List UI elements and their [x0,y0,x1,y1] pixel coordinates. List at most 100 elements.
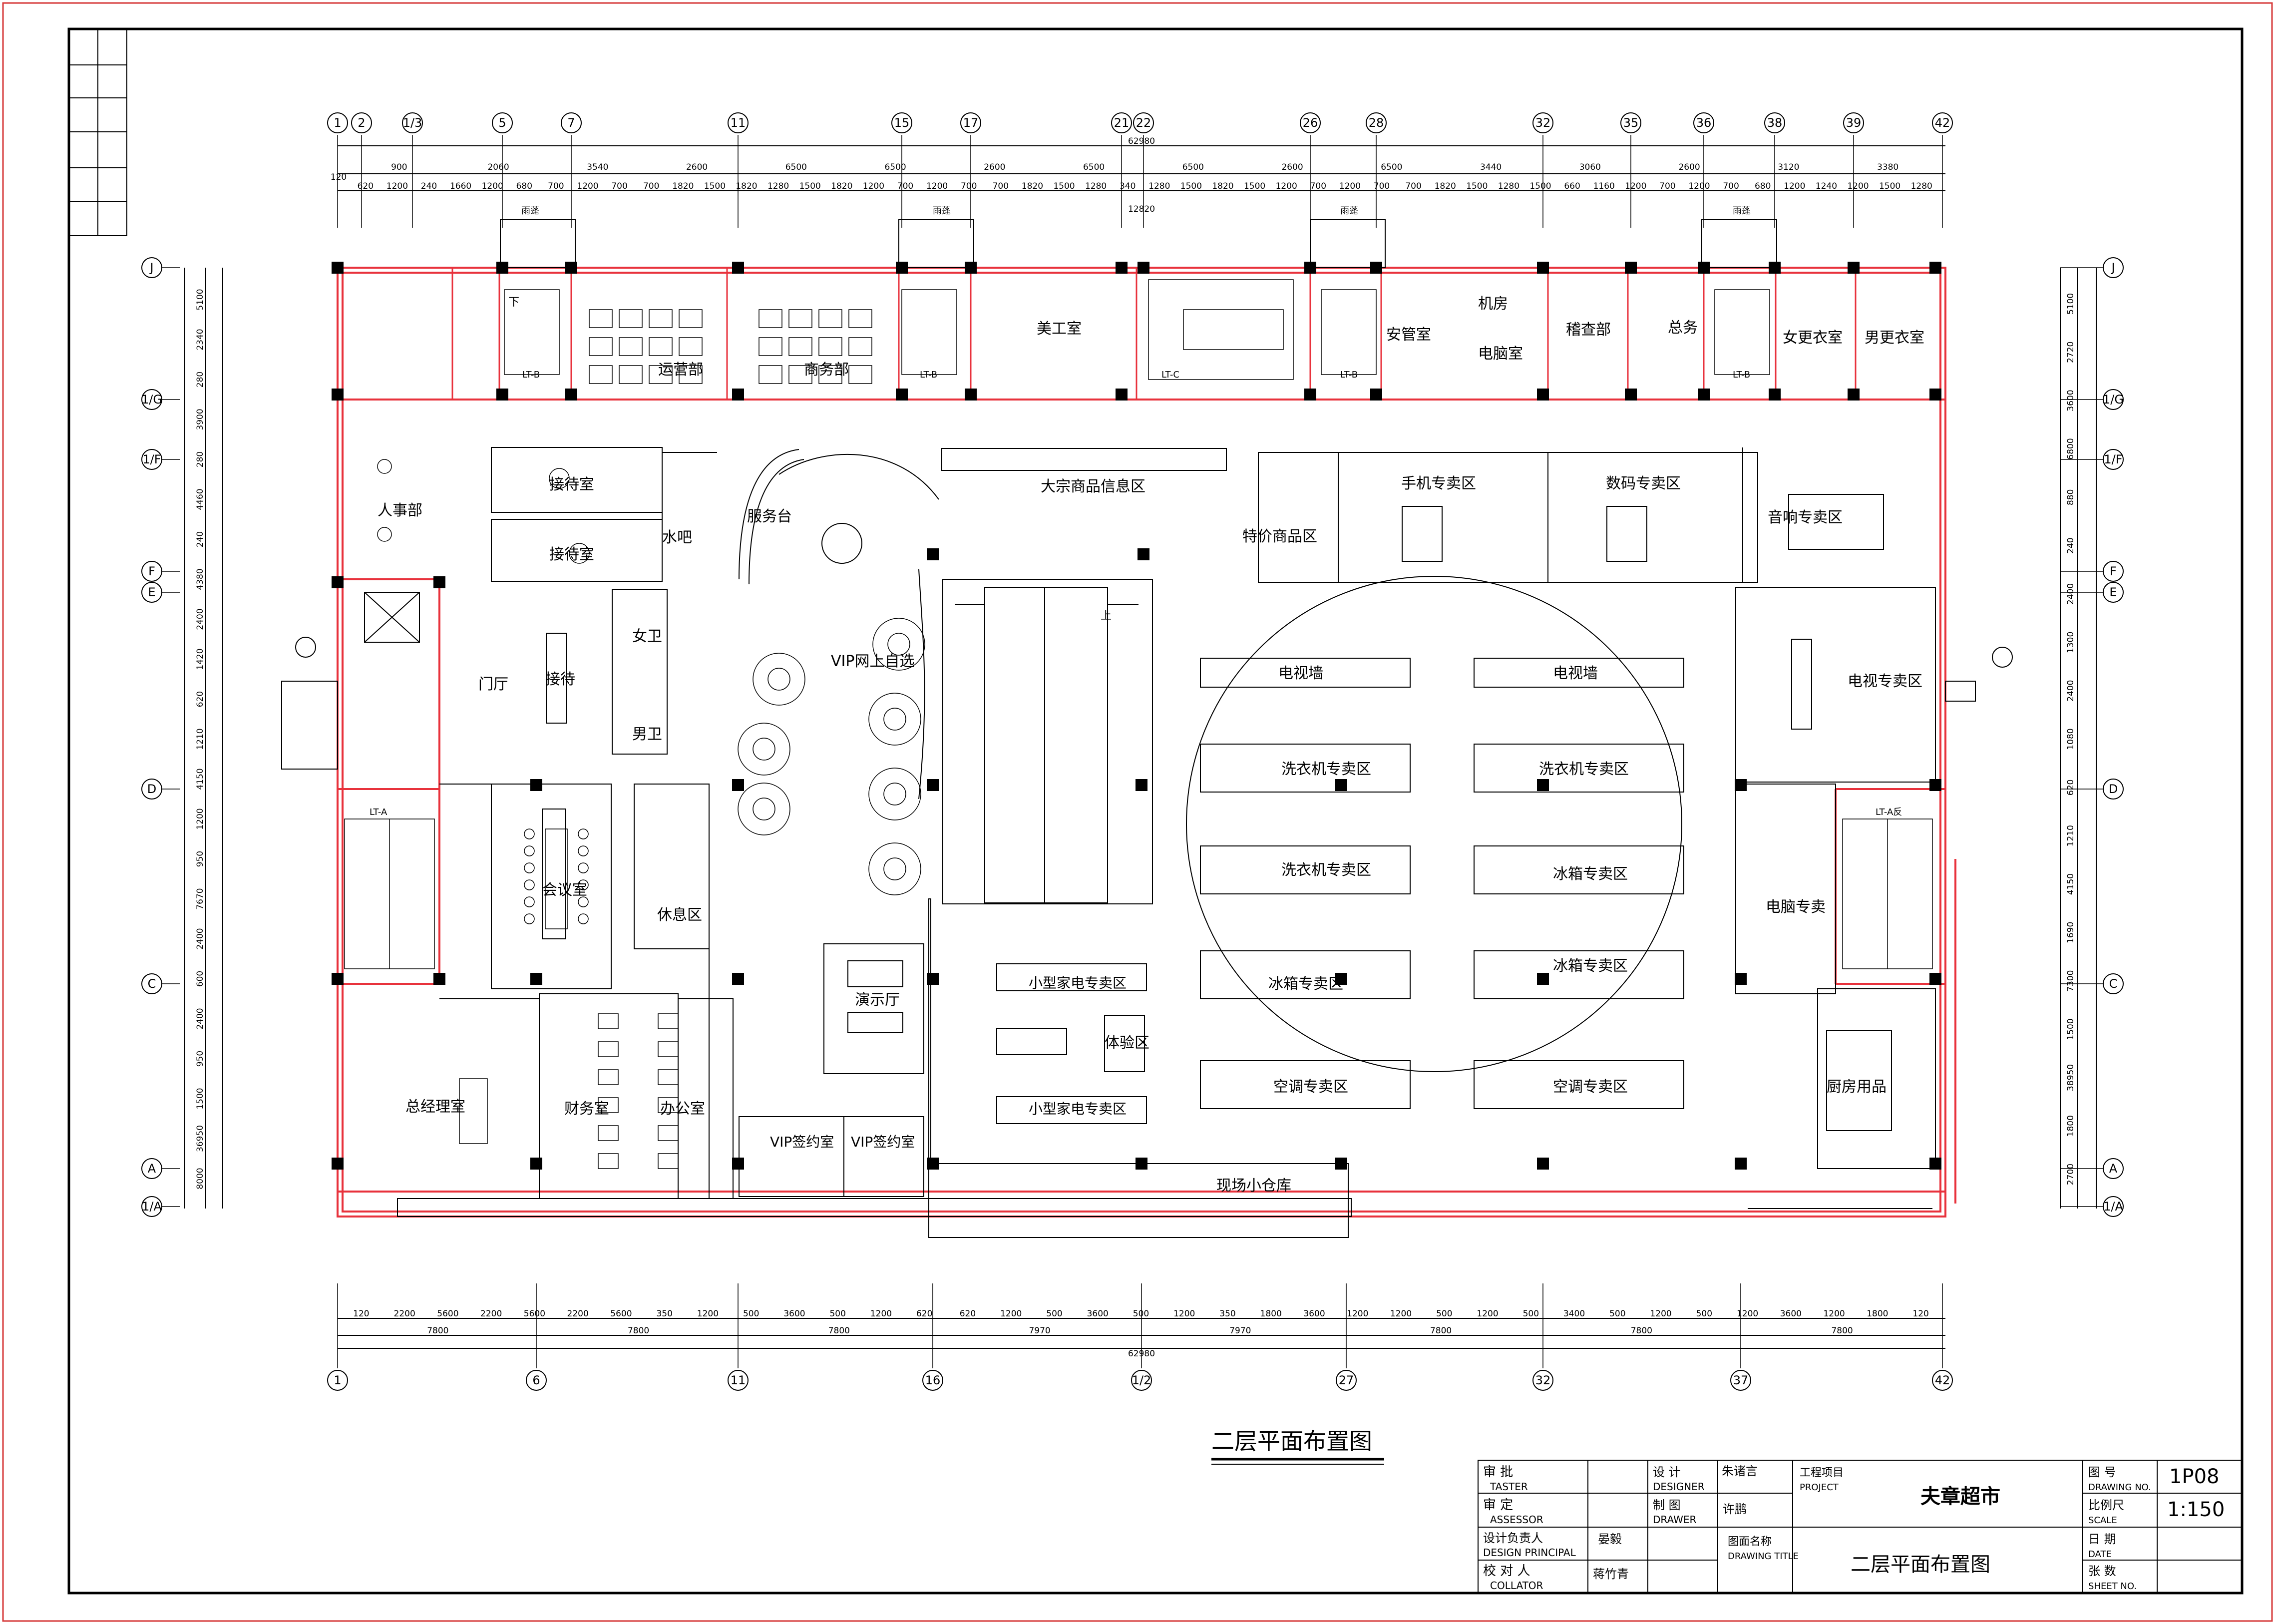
bottom-dim-detail: 1800 [1867,1309,1888,1319]
top-dim-detail: 700 [611,181,627,191]
label-tv-zone: 电视专卖区 [1848,673,1922,690]
bottom-dim-detail: 2200 [480,1309,502,1319]
grid-axis-label: 5 [498,116,506,130]
label-reception1: 接待室 [549,476,594,493]
chair [377,527,392,542]
side-dim: 2400 [195,928,205,949]
bottom-dim-detail: 1200 [1347,1309,1368,1319]
tb-scale-en: SCALE [2088,1515,2117,1526]
label-bulk-info: 大宗商品信息区 [1041,478,1145,495]
round-table [549,468,570,489]
grid-axis-label: 17 [963,116,979,130]
side-dim: 2400 [195,608,205,630]
left-dimension-texts: 5100234028039002804460240438024001420620… [195,289,205,1189]
interior-partitions [439,447,1936,1199]
label-m-locker: 男更衣室 [1865,329,1924,347]
desk [848,365,872,384]
top-dim-detail: 680 [1755,181,1771,191]
column [1929,973,1941,985]
label-digital: 数码专卖区 [1606,475,1681,492]
column [1136,1158,1147,1170]
grid-bubble [2103,1196,2124,1217]
column [1735,1158,1747,1170]
column [1625,262,1637,274]
grid-bubble [141,973,162,994]
top-dim-detail: 1280 [1498,181,1519,191]
label-demo: 演示厅 [855,991,900,1009]
grid-axis-label: 36 [1696,116,1712,130]
grid-bubble [2103,389,2124,410]
label-stair-a: LT-A [370,807,387,817]
label-washer2: 洗衣机专卖区 [1539,761,1629,778]
side-dim: 2700 [2066,1164,2076,1185]
top-dim-detail: 700 [993,181,1009,191]
kiosk-core [887,633,910,656]
bottom-dim-detail: 5600 [437,1309,458,1319]
top-dim-detail: 680 [516,181,532,191]
grid-axis-label: J [2110,261,2115,275]
top-dim-detail: 1200 [386,181,408,191]
top-dim-major: 6500 [1083,162,1105,172]
desk [679,337,703,356]
label-stair-b2: LT-B [920,370,937,380]
top-dim-major: 3540 [587,162,608,172]
top-dim-detail: 1200 [863,181,884,191]
label-tv-wall2: 电视墙 [1553,665,1598,682]
grid-bubble [141,1158,162,1179]
grid-axis-label: F [2110,564,2117,578]
column [927,973,939,985]
label-rain2: 雨蓬 [933,206,951,216]
elevator [364,592,420,643]
grid-bubble [922,1370,943,1391]
tb-assessor-en: ASSESSOR [1490,1514,1543,1526]
grid-bubble [351,112,372,133]
bottom-dim-detail: 1200 [1173,1309,1195,1319]
grid-bubble [141,779,162,800]
tb-sheet-cn: 张 数 [2088,1564,2116,1578]
label-audio: 音响专卖区 [1768,509,1843,526]
top-dim-detail: 1200 [926,181,948,191]
chair [524,913,535,924]
tb-drawing-no-cn: 图 号 [2088,1465,2116,1479]
column [732,262,744,274]
chair [524,828,535,839]
top-dimensions [338,145,1945,191]
side-dim: 1300 [2066,632,2076,653]
desk [788,365,812,384]
side-dim: 4380 [195,568,205,590]
top-dim-major: 6500 [1381,162,1402,172]
side-dim: 1690 [2066,922,2076,943]
label-fridge2: 冰箱专卖区 [1553,957,1628,975]
top-dim-major: 2060 [487,162,509,172]
label-vip-online: VIP网上自选 [831,653,914,670]
exterior-walls [337,267,1956,1218]
tb-drawing-no-en: DRAWING NO. [2088,1482,2151,1493]
side-dim: 38950 [2066,1064,2076,1091]
side-dim: 36950 [195,1125,205,1152]
top-dim-detail: 1500 [1529,181,1551,191]
side-dim: 620 [195,691,205,707]
side-entrances [281,637,2013,770]
tb-designer-en: DESIGNER [1653,1481,1705,1493]
grid-bubble [141,561,162,582]
desk [598,1013,619,1029]
kiosk-ring [753,653,805,706]
tb-scale: 1:150 [2167,1498,2225,1521]
tb-date-cn: 日 期 [2088,1532,2116,1546]
grid-bubble [2103,973,2124,994]
desk [649,337,673,356]
kiosk-ring [868,842,921,895]
label-women-wc: 女卫 [632,628,662,645]
grid-axis-label: 21 [1114,116,1130,130]
top-dimension-mid: 12820 [1128,204,1155,214]
top-dim-major: 3440 [1480,162,1502,172]
column [1138,548,1149,560]
grid-axis-label: 1 [334,1373,341,1387]
tb-drawing-no: 1P08 [2169,1465,2219,1488]
side-dim: 1500 [195,1088,205,1109]
label-tv-wall1: 电视墙 [1278,665,1323,682]
grid-axis-label: F [148,564,155,578]
desk [848,337,872,356]
